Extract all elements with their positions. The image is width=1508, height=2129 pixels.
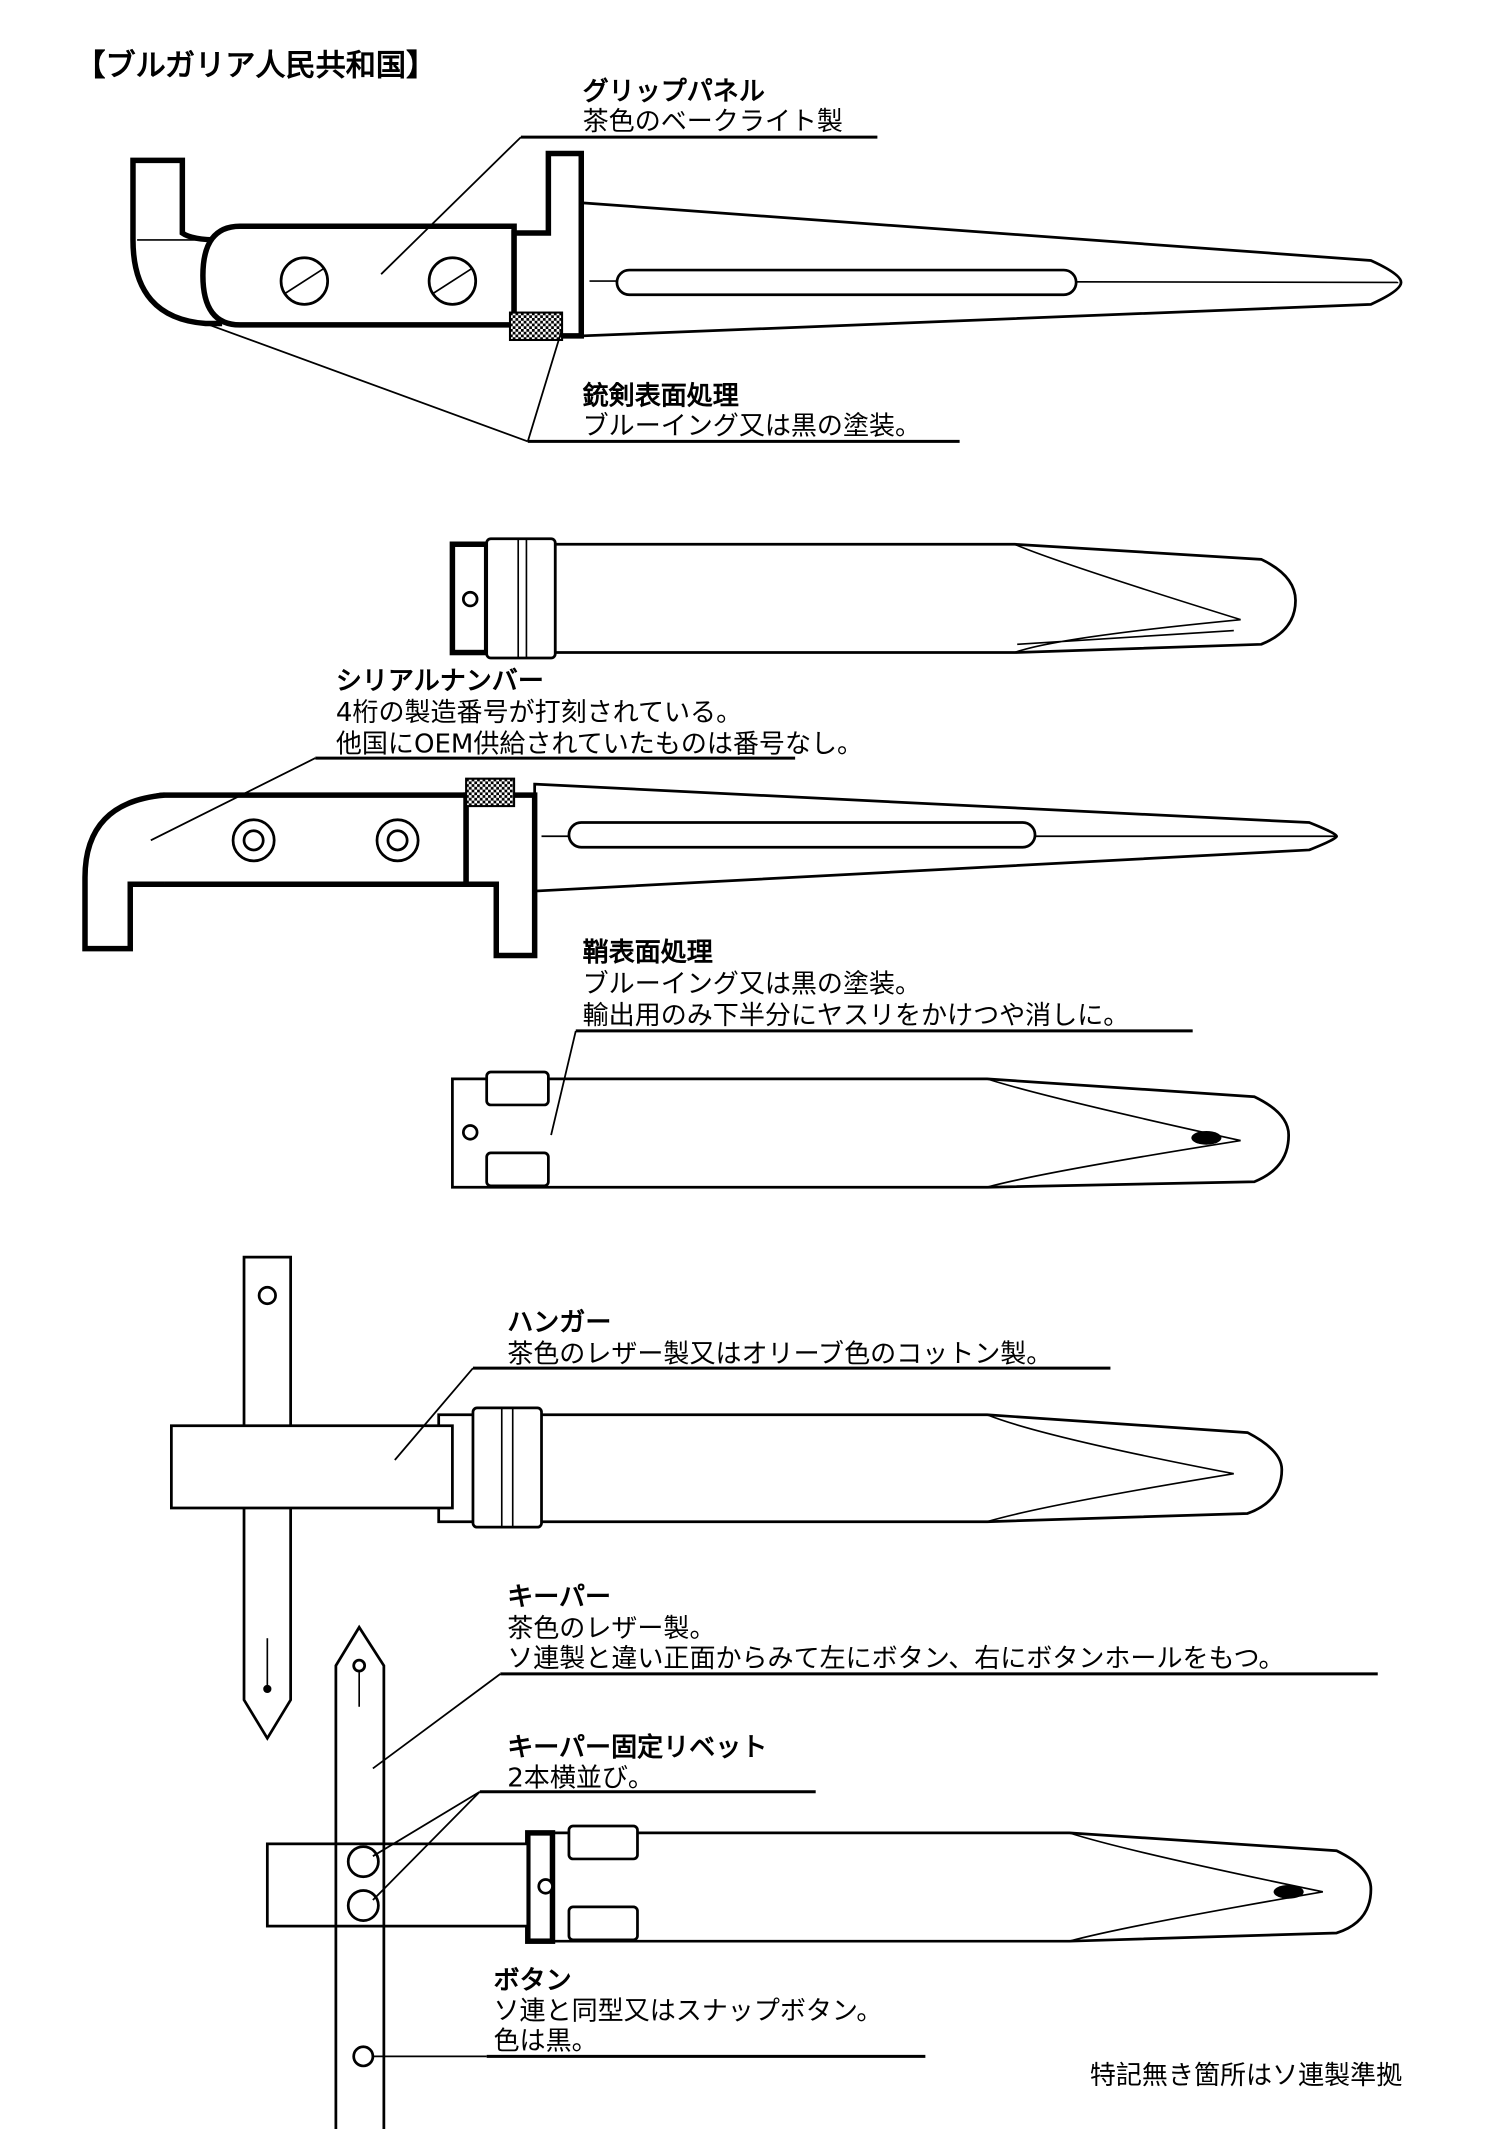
serial-number-text-2: 他国にOEM供給されていたものは番号なし。 [336, 730, 863, 760]
keeper-rivets-heading: キーパー固定リベット [507, 1732, 767, 1763]
serial-number-text-1: 4桁の製造番号が打刻されている。 [336, 698, 742, 728]
keeper-text-2: ソ連製と違い正面からみて左にボタン、右にボタンホールをもつ。 [507, 1644, 1284, 1674]
button-text-1: ソ連と同型又はスナップボタン。 [494, 1996, 883, 2026]
scabbard-finish-heading: 鞘表面処理 [583, 938, 713, 968]
page-title: 【ブルガリア人民共和国】 [75, 47, 436, 83]
rivet-icon [375, 818, 420, 863]
keeper-rivets-text: 2本横並び。 [507, 1763, 654, 1793]
bayonet-finish-heading: 銃剣表面処理 [583, 380, 739, 411]
scabbard-with-hanger [169, 1255, 1284, 1741]
footnote: 特記無き箇所はソ連製準拠 [1090, 2061, 1402, 2091]
scabbard-with-keeper [265, 1624, 1373, 2129]
keeper-heading: キーパー [507, 1582, 611, 1612]
bayonet-side-view [82, 777, 1339, 959]
button-heading: ボタン [494, 1966, 572, 1996]
checkered-latch [465, 777, 516, 808]
bayonet-top-view [130, 150, 1403, 342]
scabbard-finish-text-1: ブルーイング又は黒の塗装。 [583, 970, 921, 1000]
serial-number-heading: シリアルナンバー [336, 667, 544, 697]
keeper-text-1: 茶色のレザー製。 [507, 1614, 715, 1644]
scabbard-finish-text-2: 輸出用のみ下半分にヤスリをかけつや消しに。 [583, 1001, 1130, 1031]
bayonet-finish-text: ブルーイング又は黒の塗装。 [583, 412, 921, 442]
screw-icon [279, 256, 330, 306]
rivet-icon [346, 1889, 380, 1922]
hanger-heading: ハンガー [507, 1308, 611, 1338]
grip-panel-heading: グリップパネル [583, 77, 765, 107]
screw-icon [427, 256, 478, 306]
scabbard-export [451, 1070, 1291, 1189]
grip-panel-text: 茶色のベークライト製 [583, 107, 843, 137]
checkered-latch [508, 311, 564, 342]
rivet-icon [346, 1845, 380, 1879]
hanger-text: 茶色のレザー製又はオリーブ色のコットン製。 [507, 1340, 1052, 1370]
button-icon [352, 2045, 375, 2068]
button-text-2: 色は黒。 [494, 2026, 598, 2056]
scabbard-plain [449, 537, 1297, 660]
rivet-icon [231, 818, 276, 863]
